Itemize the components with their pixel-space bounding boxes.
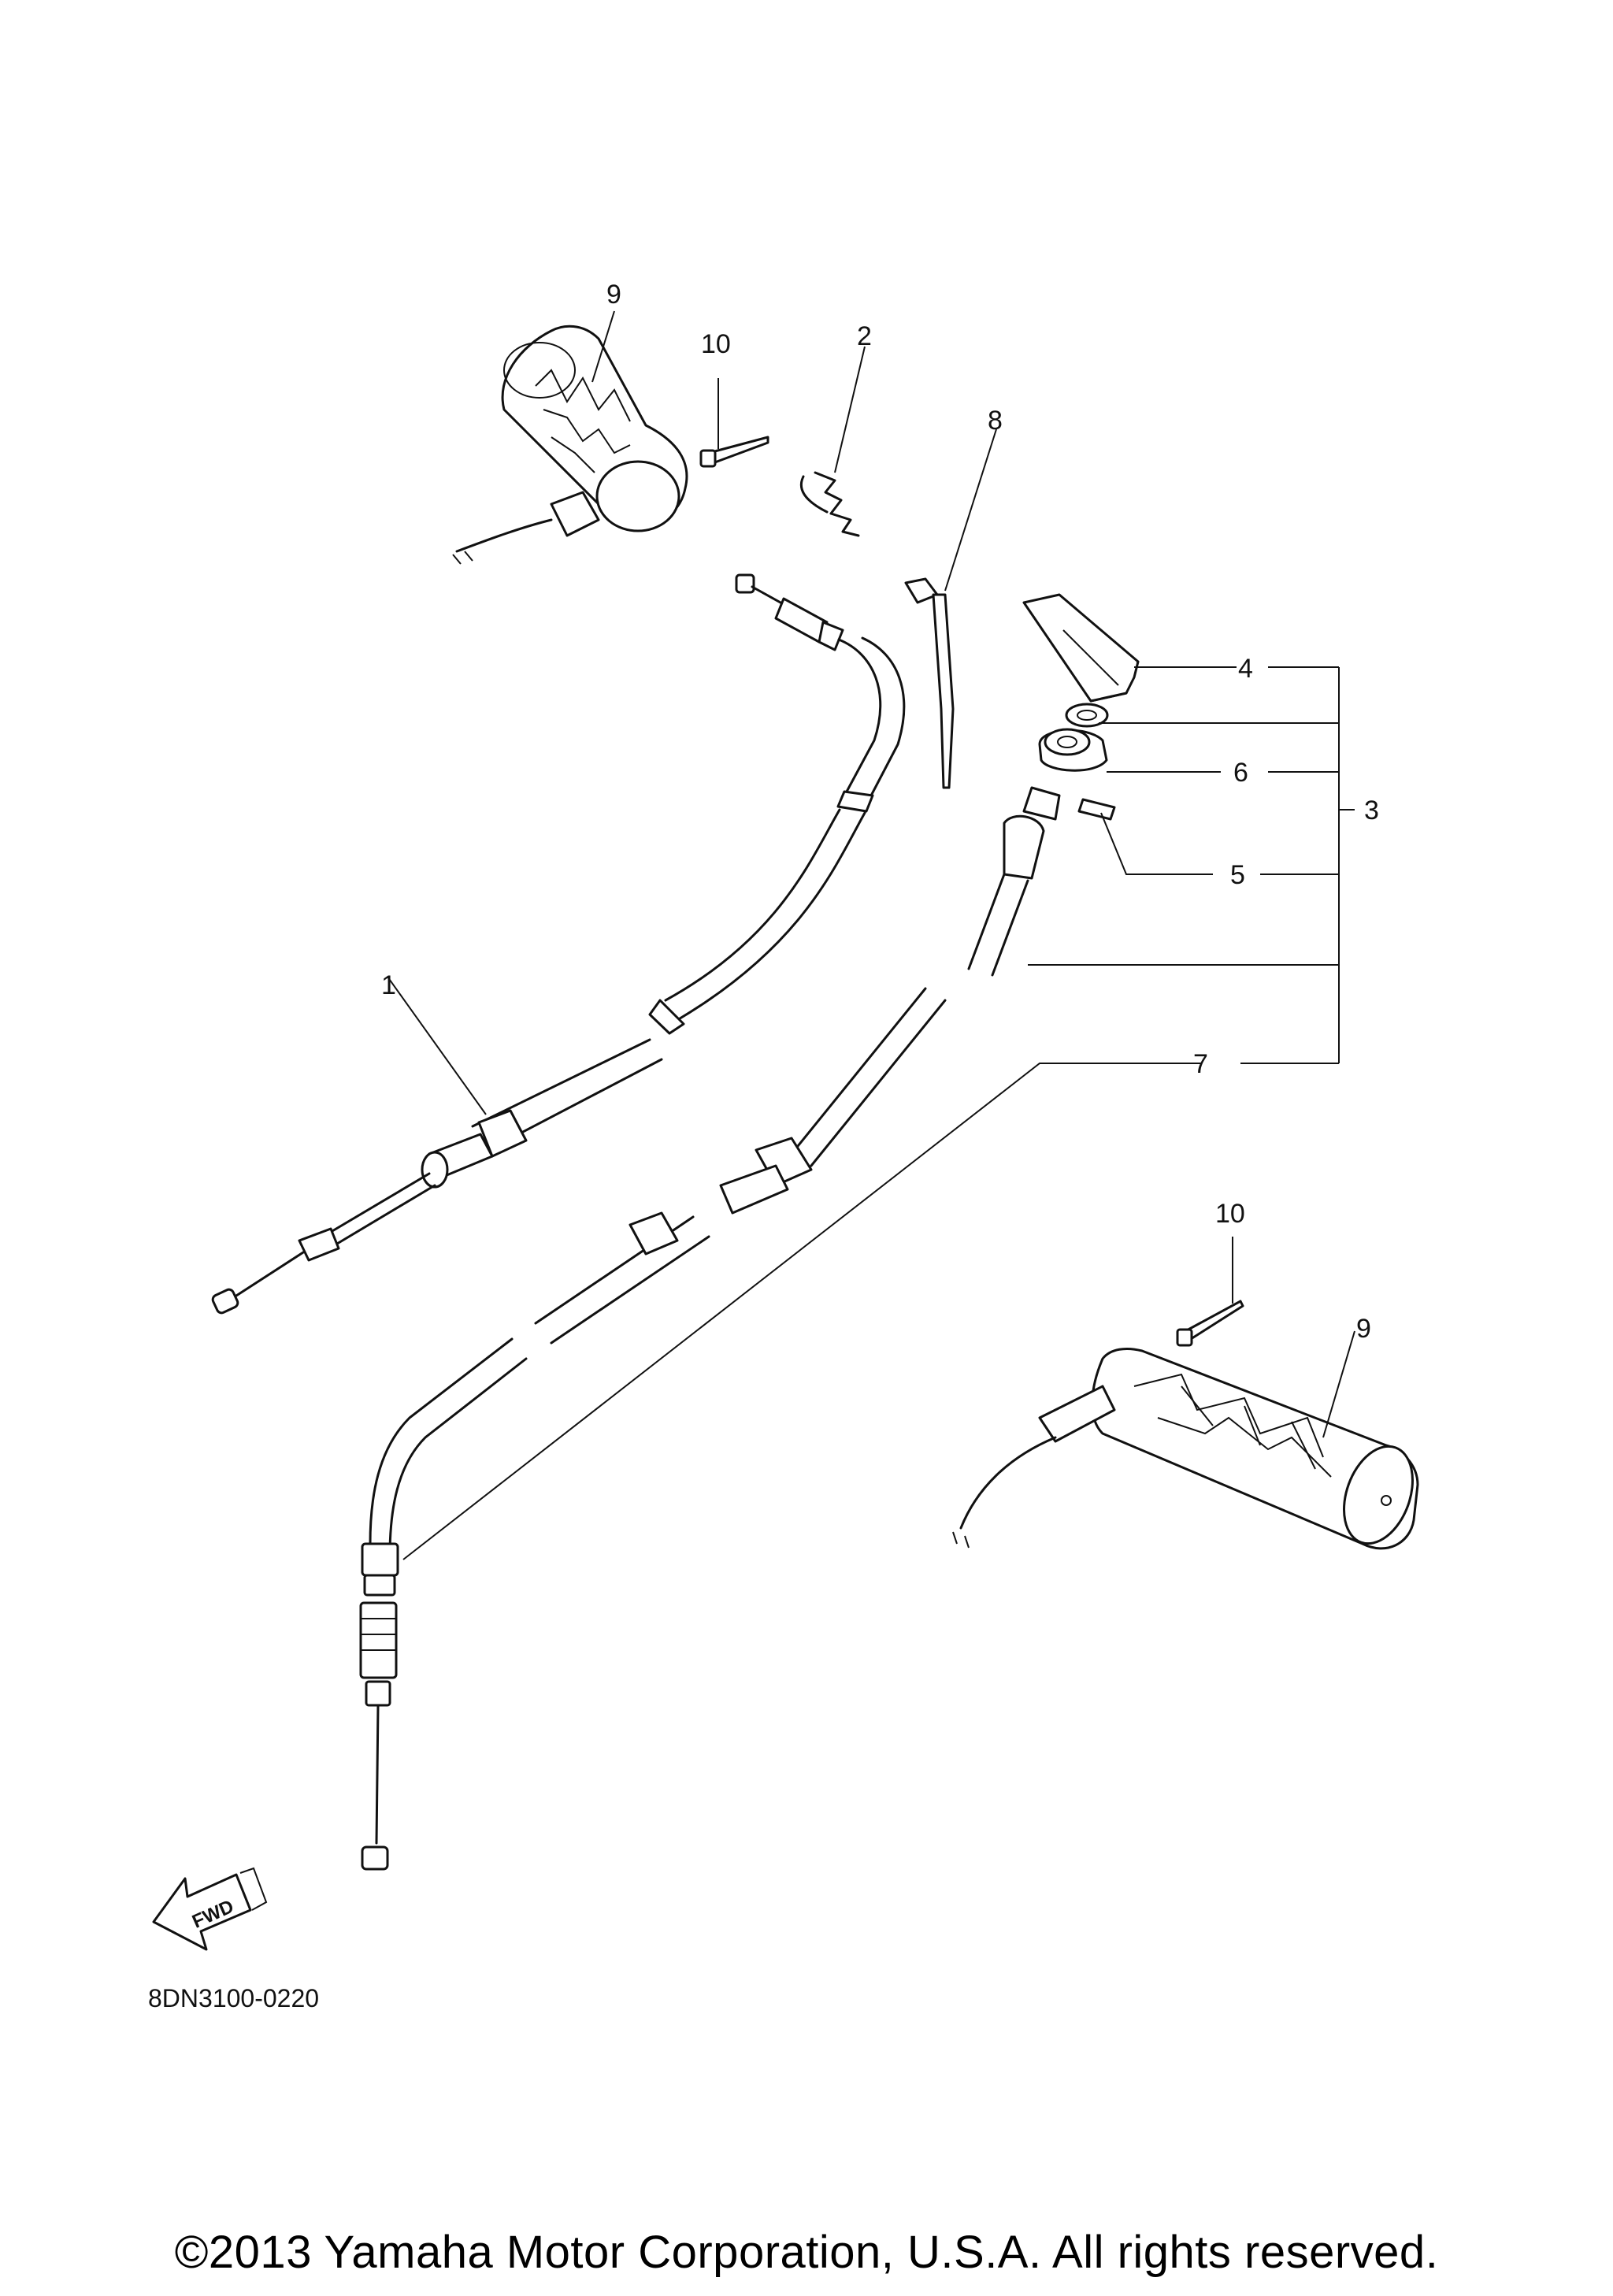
screw-bottom bbox=[1176, 1237, 1244, 1347]
callout-3: 3 bbox=[1364, 796, 1379, 825]
grip-top-left bbox=[452, 325, 688, 565]
callout-1: 1 bbox=[381, 970, 396, 1000]
band-part bbox=[904, 428, 997, 789]
copyright-notice: ©2013 Yamaha Motor Corporation, U.S.A. A… bbox=[174, 2227, 1439, 2278]
callout-8: 8 bbox=[988, 406, 1003, 436]
diagram-code: 8DN3100-0220 bbox=[148, 1984, 319, 2012]
callout-9-bottom: 9 bbox=[1356, 1314, 1371, 1344]
leader-lines bbox=[402, 310, 1355, 1560]
callout-10-bottom: 10 bbox=[1215, 1199, 1245, 1229]
cable-7 bbox=[359, 786, 1061, 1871]
clip-part bbox=[799, 346, 866, 537]
callout-5: 5 bbox=[1230, 860, 1245, 890]
grip-bottom-right bbox=[952, 1348, 1419, 1550]
throttle-assembly bbox=[1022, 593, 1140, 821]
callout-7: 7 bbox=[1193, 1049, 1208, 1079]
screw-top bbox=[699, 378, 769, 468]
callout-4: 4 bbox=[1238, 654, 1253, 684]
callout-10-top: 10 bbox=[701, 329, 731, 359]
callout-9-top: 9 bbox=[606, 280, 621, 310]
callout-6: 6 bbox=[1233, 758, 1248, 788]
callout-2: 2 bbox=[857, 321, 872, 351]
fwd-arrow-icon: FWD bbox=[152, 1867, 268, 1951]
throttle-cable bbox=[211, 573, 906, 1315]
